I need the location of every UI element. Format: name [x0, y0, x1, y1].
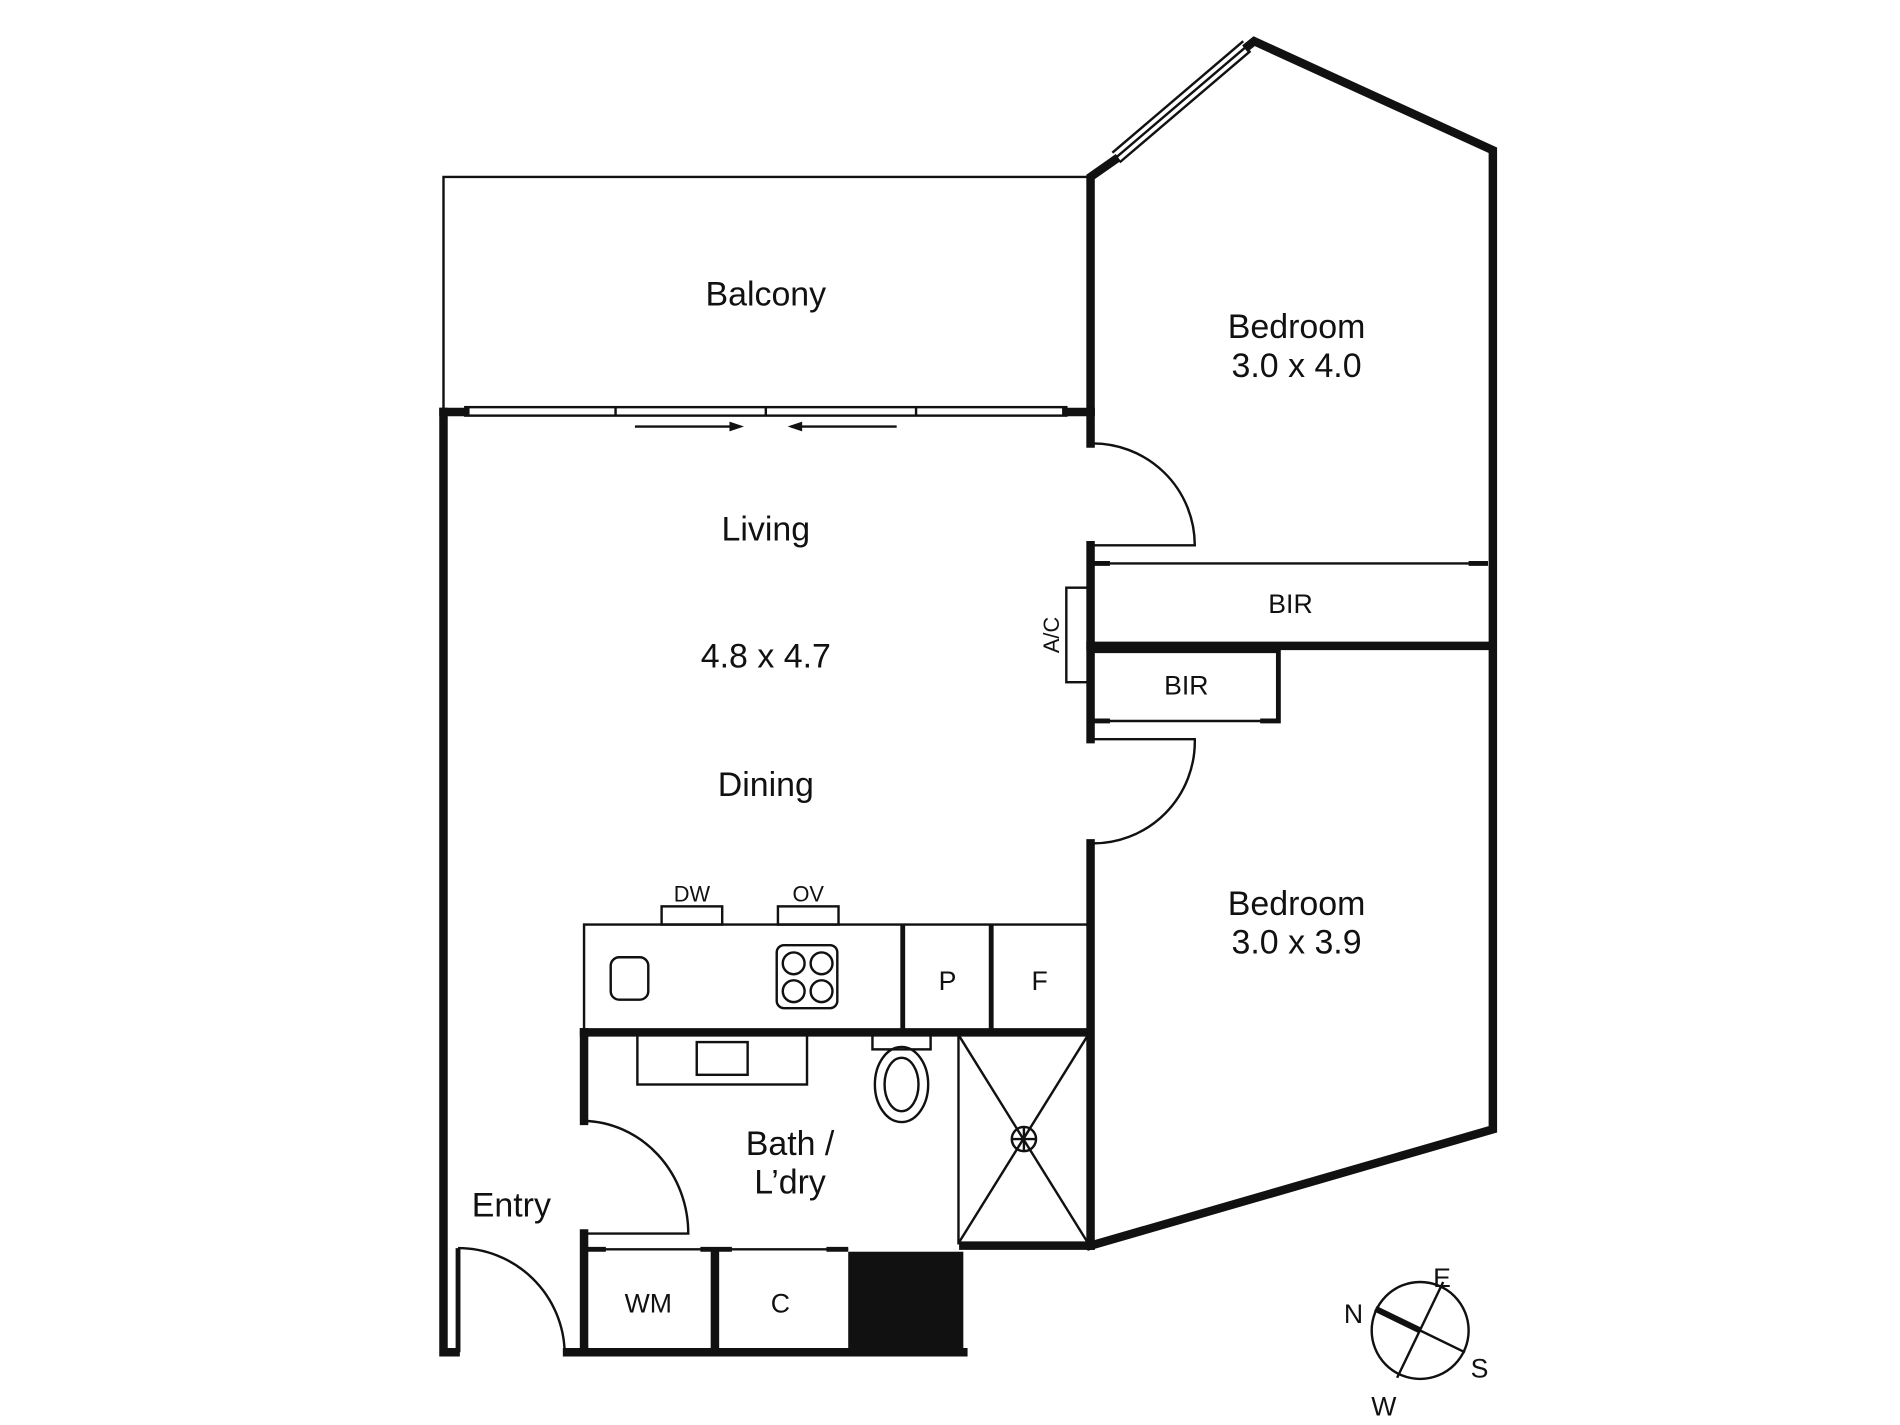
basin	[695, 1040, 749, 1077]
compass-w: W	[1371, 1391, 1397, 1421]
kitchen-sink	[609, 956, 650, 1001]
compass-e: E	[1433, 1263, 1451, 1293]
bedroom-door-1[interactable]	[1090, 442, 1196, 547]
cooktop	[775, 943, 839, 1010]
label-pantry: P	[939, 966, 957, 996]
label-laundry: L’dry	[754, 1164, 826, 1202]
toilet	[873, 1045, 930, 1124]
label-dw: DW	[674, 882, 711, 907]
label-bedroom-2-size: 3.0 x 3.9	[1232, 924, 1362, 962]
bath-door[interactable]	[584, 1119, 690, 1235]
compass-n: N	[1344, 1299, 1363, 1329]
label-dining: Dining	[718, 766, 814, 804]
balcony	[442, 175, 1089, 410]
label-bir-1: BIR	[1268, 589, 1312, 619]
sliding-door	[464, 405, 1068, 432]
bedroom-window	[1111, 40, 1252, 164]
bedroom-door-2[interactable]	[1090, 737, 1196, 845]
entry-door[interactable]	[455, 1246, 566, 1353]
label-wm: WM	[625, 1288, 672, 1318]
walls	[439, 36, 1498, 1357]
toilet-cistern	[871, 1031, 932, 1051]
label-living: Living	[722, 510, 811, 548]
label-bir-2: BIR	[1164, 670, 1208, 700]
label-ac: A/C	[1039, 617, 1064, 653]
label-living-size: 4.8 x 4.7	[701, 638, 831, 676]
label-bath: Bath /	[746, 1125, 835, 1163]
compass-s: S	[1471, 1354, 1489, 1384]
label-balcony: Balcony	[705, 275, 826, 313]
ac-unit	[1065, 586, 1092, 684]
bathroom-fixtures	[584, 1031, 1090, 1252]
vanity	[636, 1031, 809, 1086]
label-entry: Entry	[472, 1187, 551, 1225]
label-bedroom-2: Bedroom	[1228, 885, 1366, 923]
label-bedroom-1-size: 3.0 x 4.0	[1232, 347, 1362, 385]
label-fridge: F	[1032, 966, 1048, 996]
oven	[776, 905, 840, 926]
shower	[957, 1033, 1090, 1245]
bir-robes	[1065, 561, 1489, 724]
structural-column	[848, 1251, 964, 1355]
dishwasher	[660, 905, 724, 926]
label-cupboard: C	[771, 1288, 790, 1318]
compass: N E S W	[1344, 1263, 1489, 1421]
label-ov: OV	[792, 882, 824, 907]
kitchen	[582, 905, 1090, 1034]
label-bedroom-1: Bedroom	[1228, 308, 1366, 346]
